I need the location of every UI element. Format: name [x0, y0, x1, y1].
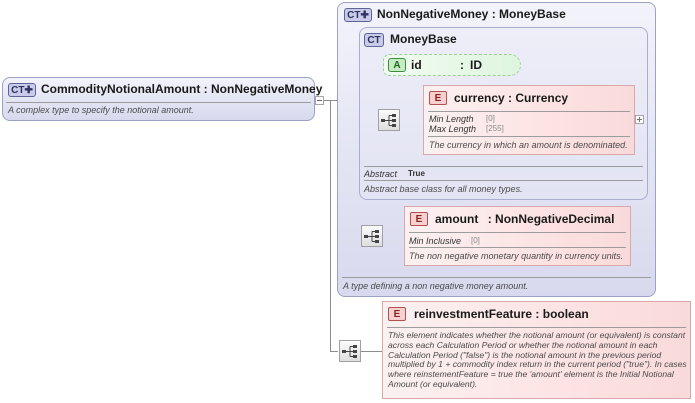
expand-icon: ✚ [24, 85, 33, 96]
max-length-value: [255] [486, 124, 504, 133]
max-length-label: Max Length [429, 124, 477, 134]
id-attribute-node[interactable]: A id : ID [383, 54, 521, 76]
commodity-notional-amount-node[interactable]: CT✚ CommodityNotionalAmount : NonNegativ… [2, 77, 322, 121]
node-description: The non negative monetary quantity in cu… [409, 251, 624, 261]
min-length-label: Min Length [429, 114, 474, 124]
min-length-value: [0] [486, 114, 495, 123]
node-name: NonNegativeMoney [377, 7, 489, 21]
element-badge: E [429, 91, 447, 105]
type-separator: : [491, 7, 496, 21]
element-type: NonNegativeDecimal [495, 212, 615, 226]
type-separator: : [203, 82, 208, 96]
node-description: The currency in which an amount is denom… [429, 140, 628, 150]
element-badge: E [410, 212, 428, 226]
expand-icon: ✚ [360, 10, 369, 21]
node-description: A complex type to specify the notional a… [8, 105, 194, 115]
attribute-badge: A [388, 58, 406, 72]
abstract-label: Abstract [364, 169, 398, 179]
element-name: reinvestmentFeature [414, 307, 533, 321]
node-type: NonNegativeMoney [211, 82, 323, 96]
currency-element-node[interactable]: E currency : Currency Min Length [0] Max… [423, 85, 635, 155]
node-description: Abstract base class for all money types. [364, 184, 523, 194]
element-badge: E [388, 307, 406, 321]
node-description: A type defining a non negative money amo… [343, 281, 529, 291]
node-title: amount : NonNegativeDecimal [435, 212, 614, 226]
complex-type-badge: CT✚ [344, 8, 372, 22]
sequence-compositor-icon[interactable] [361, 225, 383, 247]
type-separator: : [535, 307, 540, 321]
node-type: MoneyBase [499, 7, 566, 21]
node-name: CommodityNotionalAmount [41, 82, 201, 96]
min-inclusive-value: [0] [471, 236, 480, 245]
collapse-toggle[interactable] [315, 96, 324, 105]
expand-toggle[interactable] [635, 115, 644, 124]
amount-element-node[interactable]: E amount : NonNegativeDecimal Min Inclus… [404, 206, 631, 266]
node-title: currency : Currency [454, 91, 568, 105]
type-separator: : [460, 58, 464, 72]
element-type: Currency [515, 91, 569, 105]
sequence-compositor-icon[interactable] [378, 109, 400, 131]
element-name: currency [454, 91, 505, 105]
sequence-compositor-icon[interactable] [339, 340, 361, 362]
node-title: reinvestmentFeature : boolean [414, 307, 589, 321]
complex-type-badge: CT [364, 33, 384, 47]
min-inclusive-label: Min Inclusive [409, 236, 462, 246]
type-separator: : [487, 212, 492, 226]
reinvestment-feature-element-node[interactable]: E reinvestmentFeature : boolean This ele… [382, 301, 691, 399]
node-title: NonNegativeMoney : MoneyBase [377, 7, 566, 21]
element-name: amount [435, 212, 479, 226]
complex-type-badge: CT✚ [8, 83, 36, 97]
abstract-value: True [408, 169, 425, 178]
attribute-type: ID [470, 58, 482, 72]
node-title: CommodityNotionalAmount : NonNegativeMon… [41, 82, 322, 96]
element-type: boolean [542, 307, 589, 321]
node-name: MoneyBase [390, 32, 457, 46]
attribute-name: id [411, 58, 422, 72]
type-separator: : [508, 91, 513, 105]
node-description: This element indicates whether the notio… [388, 330, 687, 389]
